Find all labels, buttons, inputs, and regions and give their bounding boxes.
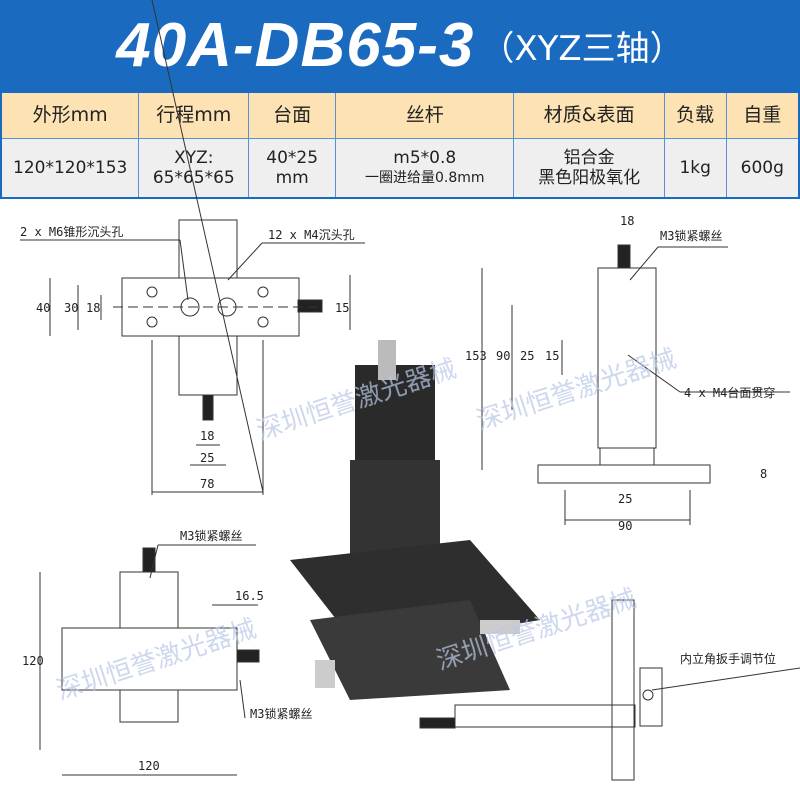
cell-text: 一圈进给量0.8mm	[364, 169, 485, 186]
dim-label: 30	[64, 301, 78, 315]
dim-label: 78	[200, 477, 214, 491]
header-cell: 负载	[663, 91, 727, 139]
dim-label: 18	[200, 429, 214, 443]
cell-weight: 600g	[725, 137, 800, 199]
header-cell: 丝杆	[335, 91, 515, 139]
model-subtitle: （XYZ三轴）	[480, 29, 684, 69]
dim-label: 18	[86, 301, 100, 315]
drawing-side-view: 18 M3锁紧螺丝 153 90 25 15 4 x M4台面贯穿 8 25 9…	[465, 214, 790, 533]
dim-label: 25	[200, 451, 214, 465]
dim-label: 25	[520, 349, 534, 363]
cell-material: 铝合金黑色阳极氧化	[513, 137, 665, 199]
cell-size: 120*120*153	[0, 137, 140, 199]
dim-label: 120	[22, 654, 44, 668]
dim-label: 16.5	[235, 589, 264, 603]
spec-header-row: 外形mm 行程mm 台面 丝杆 材质&表面 负载 自重	[0, 91, 800, 139]
spec-table: 外形mm 行程mm 台面 丝杆 材质&表面 负载 自重 120*120*153 …	[0, 91, 800, 199]
callout-m4-through: 4 x M4台面贯穿	[684, 385, 775, 400]
dim-label: 153	[465, 349, 487, 363]
title-banner: 40A-DB65-3 （XYZ三轴）	[0, 0, 800, 91]
dim-label: 90	[496, 349, 510, 363]
drawing-front-view: M3锁紧螺丝 16.5 120 120 M3锁紧螺丝	[22, 528, 312, 776]
cell-travel: XYZ:65*65*65	[138, 137, 250, 199]
cell-text: m5*0.8	[393, 147, 457, 168]
dim-label: 15	[545, 349, 559, 363]
cell-text: 1kg	[679, 157, 711, 178]
dim-label: 25	[618, 492, 632, 506]
dim-label: 40	[36, 301, 50, 315]
header-cell: 外形mm	[0, 91, 140, 139]
dim-label: 90	[618, 519, 632, 533]
cell-load: 1kg	[663, 137, 727, 199]
header-cell: 行程mm	[138, 91, 250, 139]
drawing-corner-view: 内立角扳手调节位	[419, 599, 800, 781]
callout-m3: M3锁紧螺丝	[660, 228, 722, 243]
cell-text: 120*120*153	[13, 157, 128, 178]
cell-text: mm	[275, 167, 309, 188]
dim-label: 15	[335, 301, 349, 315]
header-cell: 材质&表面	[513, 91, 665, 139]
header-cell: 台面	[248, 91, 337, 139]
cell-text: XYZ:	[174, 147, 214, 168]
callout-m3-top: M3锁紧螺丝	[180, 528, 242, 543]
model-name: 40A-DB65-3	[116, 11, 475, 80]
cell-text: 黑色阳极氧化	[538, 167, 641, 188]
callout-m4: 12 x M4沉头孔	[268, 228, 355, 242]
cell-text: 600g	[740, 157, 784, 178]
dim-label: 8	[760, 467, 767, 481]
callout-m3-side: M3锁紧螺丝	[250, 706, 312, 721]
dim-label: 18	[620, 214, 634, 228]
cell-text: 65*65*65	[152, 167, 235, 188]
callout-m6: 2 x M6锥形沉头孔	[20, 225, 123, 239]
product-photo	[290, 340, 540, 700]
cell-text: 铝合金	[563, 147, 615, 168]
dim-label: 120	[138, 759, 160, 773]
cell-text: 40*25	[266, 147, 319, 168]
drawing-top-view: 2 x M6锥形沉头孔 12 x M4沉头孔 40 30 18 15 18 25…	[20, 0, 365, 495]
callout-wrench-adjust: 内立角扳手调节位	[680, 651, 776, 666]
